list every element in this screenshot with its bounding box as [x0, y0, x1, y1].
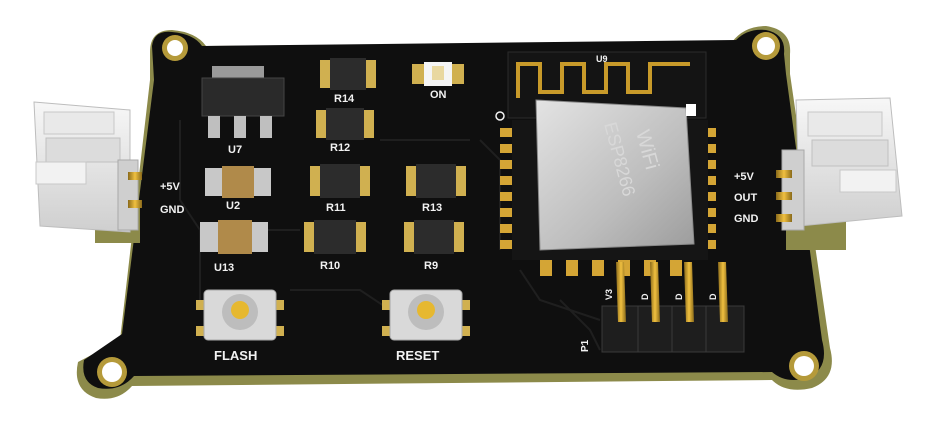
resistor-r9	[404, 220, 464, 254]
pin1-marker	[495, 111, 505, 121]
label-pin-d3: D	[708, 293, 718, 300]
label-left-gnd: GND	[160, 204, 185, 216]
label-r10: R10	[320, 260, 340, 272]
right-connector	[776, 97, 903, 250]
label-right-gnd: GND	[734, 213, 759, 225]
label-right-out: OUT	[734, 192, 758, 204]
resistor-r10	[304, 220, 366, 254]
resistor-r11	[310, 164, 370, 198]
label-led-on: ON	[430, 89, 447, 101]
resistors	[304, 58, 466, 254]
flash-button[interactable]	[196, 289, 284, 341]
left-connector	[33, 101, 142, 243]
label-u7: U7	[228, 144, 242, 156]
label-r9: R9	[424, 260, 438, 272]
mounting-holes	[97, 32, 819, 387]
u7-regulator	[201, 66, 285, 138]
led-on	[412, 62, 464, 86]
label-r11: R11	[326, 202, 346, 214]
resistor-r13	[406, 164, 466, 198]
label-r12: R12	[330, 142, 350, 154]
label-u9: U9	[596, 54, 608, 64]
esp8266-module	[500, 51, 716, 276]
label-flash: FLASH	[214, 348, 257, 363]
capacitor-u2	[205, 166, 271, 198]
label-left-5v: +5V	[160, 181, 181, 193]
capacitor-u13	[200, 220, 268, 254]
p1-pin-header	[601, 262, 745, 353]
resistor-r12	[316, 108, 374, 140]
label-pin-d2: D	[674, 293, 684, 300]
label-pin-v3: V3	[604, 289, 614, 300]
label-reset: RESET	[396, 348, 439, 363]
label-r14: R14	[334, 93, 355, 105]
label-u13: U13	[214, 262, 234, 274]
label-u2: U2	[226, 200, 240, 212]
label-right-5v: +5V	[734, 171, 755, 183]
reset-button[interactable]	[382, 289, 470, 341]
resistor-r14	[320, 58, 376, 90]
label-r13: R13	[422, 202, 442, 214]
label-pin-d1: D	[640, 293, 650, 300]
label-p1: P1	[580, 339, 591, 352]
